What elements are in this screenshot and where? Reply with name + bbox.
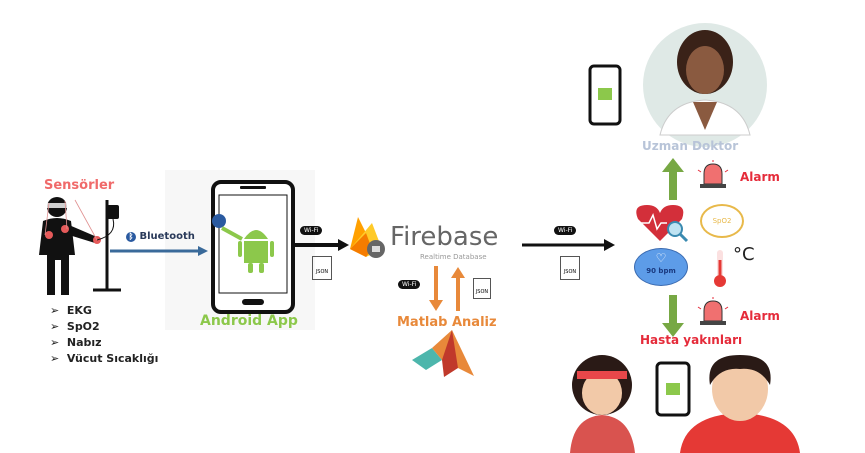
sensor-item: ➢ Nabız [50, 336, 102, 349]
alarm-siren-icon [697, 160, 729, 188]
bluetooth-label: ᛒ Bluetooth [126, 231, 195, 242]
bluetooth-arrow [110, 246, 208, 256]
alarm-bottom-label: Alarm [740, 309, 780, 323]
heart-rate-badge: ♡ 90 bpm [634, 248, 688, 286]
arrow-up-to-doctor [662, 158, 684, 200]
bpm-value: 90 bpm [646, 267, 676, 275]
alarm-top-label: Alarm [740, 170, 780, 184]
sensor-list: ➢ EKG ➢ SpO2 ➢ Nabız ➢ Vücut Sıcaklığı [50, 303, 158, 367]
android-phone-icon [211, 180, 295, 314]
thermometer-icon [714, 250, 726, 287]
matlab-label: Matlab Analiz [397, 315, 497, 330]
phone-icon [588, 64, 622, 126]
firebase-subtitle: Realtime Database [420, 253, 487, 261]
relatives-label: Hasta yakınları [640, 333, 743, 347]
arrow-to-monitoring [522, 239, 615, 251]
doctor-group [588, 23, 767, 147]
alarm-siren-icon [697, 297, 729, 325]
firebase-matlab-arrows [429, 266, 465, 311]
bluetooth-icon: ᛒ [126, 232, 136, 242]
arrow-bullet-icon: ➢ [50, 320, 67, 333]
json-file-icon: JSON [312, 256, 332, 280]
woman-avatar-icon [570, 355, 635, 453]
patient-icon [39, 197, 121, 295]
json-file-icon: JSON [473, 278, 491, 299]
arrow-down-to-relatives [662, 295, 684, 337]
wifi-icon: Wi-Fi [554, 226, 577, 235]
sensor-item: ➢ EKG [50, 304, 92, 317]
man-avatar-icon [680, 355, 800, 453]
spo2-icon: SpO2 [700, 204, 744, 238]
firebase-logo-icon [350, 217, 385, 258]
sensors-title: Sensörler [44, 178, 115, 193]
arrow-to-firebase [295, 239, 349, 251]
arrow-bullet-icon: ➢ [50, 336, 67, 349]
celsius-label: °C [733, 244, 755, 265]
doctor-avatar-icon [643, 23, 767, 147]
doctor-label: Uzman Doktor [642, 139, 739, 153]
sensor-item: ➢ Vücut Sıcaklığı [50, 352, 159, 365]
relatives-group [570, 355, 800, 453]
heart-monitor-icon [636, 205, 689, 243]
json-file-icon: JSON [560, 256, 580, 280]
arrow-bullet-icon: ➢ [50, 352, 67, 365]
android-app-label: Android App [200, 313, 298, 329]
phone-icon [655, 361, 691, 417]
wifi-icon: Wi-Fi [300, 226, 323, 235]
wifi-icon: Wi-Fi [398, 280, 421, 289]
matlab-logo-icon [412, 330, 474, 377]
heart-outline-icon: ♡ [655, 251, 667, 265]
arrow-bullet-icon: ➢ [50, 304, 67, 317]
firebase-title: Firebase [390, 222, 499, 252]
sensor-item: ➢ SpO2 [50, 320, 100, 333]
